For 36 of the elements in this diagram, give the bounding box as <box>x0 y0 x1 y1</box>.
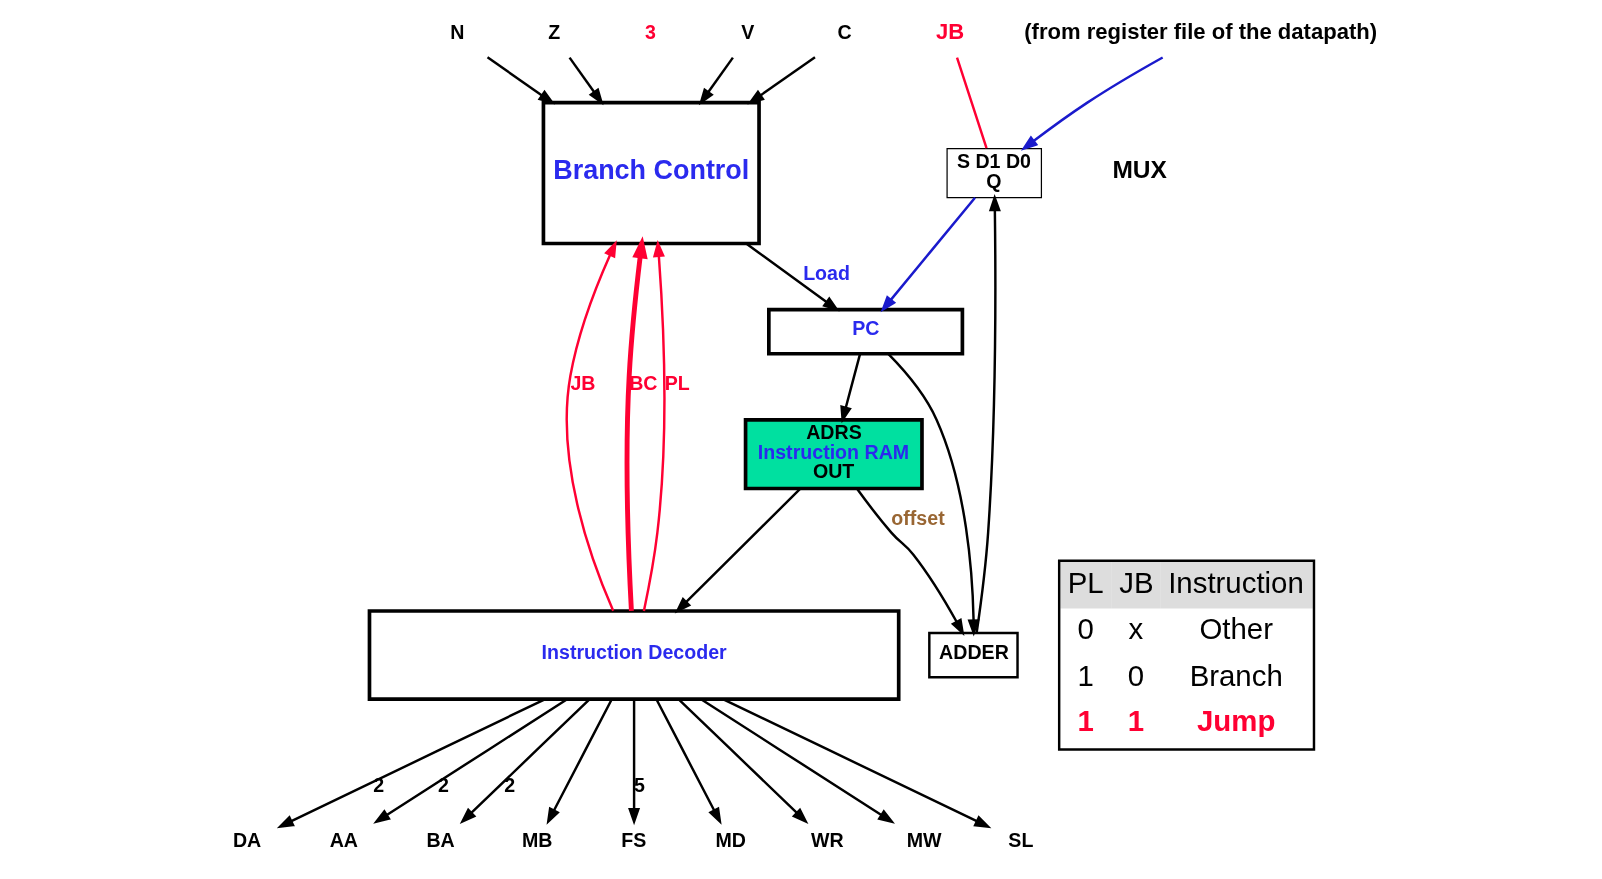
label: 0 <box>1077 612 1094 646</box>
edge-label: JB <box>570 372 596 395</box>
edge-label: BC <box>629 372 658 395</box>
node-text: C <box>837 20 852 43</box>
node-text: MD <box>715 829 747 852</box>
edge-label: 2 <box>504 774 516 797</box>
label: 1 <box>1077 704 1094 738</box>
edge-label: offset <box>891 507 945 530</box>
node-text: (from register file of the datapath) <box>1024 19 1378 45</box>
node-text: MB <box>522 829 553 852</box>
node-text: V <box>741 20 755 43</box>
node-label: MUX <box>1112 155 1167 183</box>
node-text: MW <box>906 829 942 852</box>
label: JB <box>1119 565 1154 599</box>
node-text: N <box>450 20 465 43</box>
node-text: AA <box>329 829 358 852</box>
node-text: Z <box>548 20 561 43</box>
label: 1 <box>1127 704 1145 738</box>
edge-label: PL <box>664 372 690 395</box>
node-text: SL <box>1008 829 1034 852</box>
label: Branch <box>1189 658 1283 692</box>
label: 3 <box>645 20 657 43</box>
label: Instruction <box>1168 565 1304 599</box>
node-text: JB <box>936 19 965 45</box>
label: 0 <box>1127 658 1145 692</box>
label: x <box>1128 612 1144 646</box>
label: Other <box>1199 612 1273 646</box>
label: Jump <box>1196 704 1276 738</box>
edge-label: Load <box>803 262 850 284</box>
node-text: WR <box>811 829 844 852</box>
label: 1 <box>1077 658 1094 692</box>
node-text: BA <box>426 829 455 852</box>
node-text: FS <box>621 829 647 852</box>
node-text: DA <box>232 829 262 852</box>
label: PL <box>1067 565 1104 599</box>
edge-label: 5 <box>634 774 645 797</box>
